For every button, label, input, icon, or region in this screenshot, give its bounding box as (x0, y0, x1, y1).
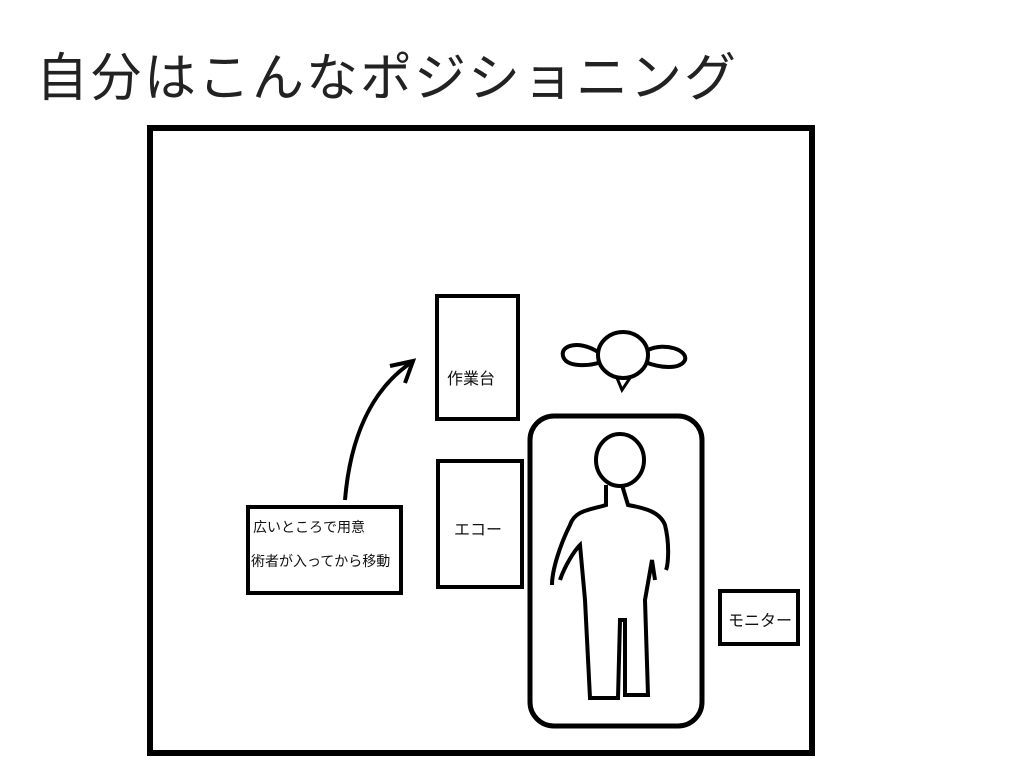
operating-room-outline (147, 125, 815, 756)
workbench: 作業台 (435, 294, 520, 421)
note-line-1: 広いところで用意 (253, 520, 365, 536)
arrow-head (389, 358, 417, 384)
monitor: モニター (718, 589, 800, 646)
patient-figure (550, 432, 671, 700)
operating-table (527, 413, 705, 729)
note-line-2: 術者が入ってから移動 (251, 554, 391, 570)
monitor-label: モニター (728, 611, 793, 630)
move-arrow (343, 360, 414, 501)
echo-machine: エコー (436, 459, 524, 589)
slide-title: 自分はこんなポジショニング (36, 49, 739, 109)
echo-label: エコー (454, 520, 503, 539)
surgeon-figure (560, 330, 688, 394)
workbench-label: 作業台 (447, 369, 496, 388)
note-box: 広いところで用意 術者が入ってから移動 (246, 505, 403, 595)
